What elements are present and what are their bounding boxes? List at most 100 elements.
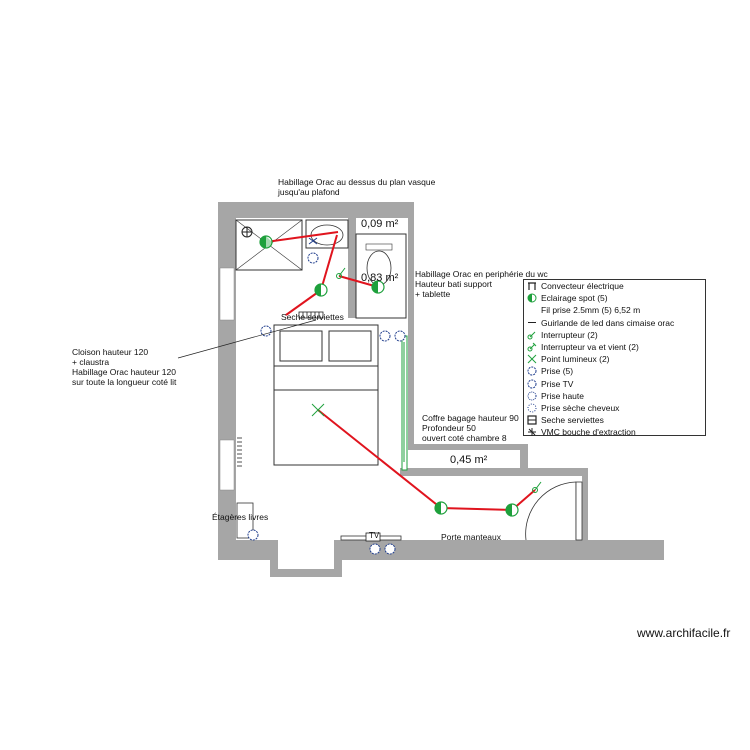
spot-light-icon bbox=[371, 280, 385, 294]
coffre-note: Coffre bagage hauteur 90 Profondeur 50 o… bbox=[422, 413, 519, 443]
watermark: www.archifacile.fr bbox=[637, 626, 731, 640]
cloison-note-line1: Cloison hauteur 120 bbox=[72, 347, 149, 357]
led-strip-icon bbox=[526, 318, 538, 328]
coffre-note-line1: Coffre bagage hauteur 90 bbox=[422, 413, 519, 423]
wire-seche bbox=[285, 289, 322, 316]
shelf-books bbox=[236, 502, 254, 539]
wire-bath bbox=[265, 231, 339, 243]
tv-label: TV bbox=[369, 531, 380, 540]
legend-label: Eclairage spot (5) bbox=[541, 293, 608, 304]
window-left-upper bbox=[219, 267, 235, 321]
legend-item-tv-outlet: Prise TV bbox=[524, 378, 705, 390]
door bbox=[525, 481, 583, 541]
vmc-icon bbox=[526, 427, 538, 437]
outlet-icon bbox=[260, 325, 272, 337]
spot-light-icon bbox=[526, 293, 538, 303]
coffre-note-line3: ouvert coté chambre 8 bbox=[422, 433, 507, 443]
high-outlet-icon bbox=[526, 391, 538, 401]
wc-note-line2: Hauteur bati support bbox=[415, 279, 493, 289]
wire-wc bbox=[338, 275, 379, 288]
seche-label: Seche serviettes bbox=[281, 312, 344, 322]
etageres-label: Étagères livres bbox=[212, 512, 269, 522]
wall-coffre-right bbox=[520, 444, 528, 474]
outlet-icon bbox=[307, 252, 319, 264]
spot-light-icon bbox=[259, 235, 273, 249]
towel-dryer-icon bbox=[526, 415, 538, 425]
cloison-note-line4: sur toute la longueur coté lit bbox=[72, 377, 177, 387]
legend-label: Prise (5) bbox=[541, 366, 574, 377]
legend-label: VMC bouche d'extraction bbox=[541, 427, 636, 438]
legend-label: Interrupteur va et vient (2) bbox=[541, 342, 639, 353]
legend-label: Prise TV bbox=[541, 378, 574, 389]
vmc-icon bbox=[241, 226, 253, 238]
cloison-note: Cloison hauteur 120 + claustra Habillage… bbox=[72, 347, 176, 387]
spot-light-icon bbox=[314, 283, 328, 297]
hairdryer-outlet-icon bbox=[526, 403, 538, 413]
legend-item-high-outlet: Prise haute bbox=[524, 390, 705, 402]
outlet-icon bbox=[394, 330, 406, 342]
legend-label: Prise sèche cheveux bbox=[541, 402, 620, 413]
legend-item-led: Guirlande de led dans cimaise orac bbox=[524, 317, 705, 329]
outlet-icon bbox=[384, 543, 396, 555]
wall-right-upper bbox=[408, 202, 414, 450]
wire-room bbox=[317, 409, 536, 512]
wall-coffre-top bbox=[408, 444, 526, 450]
two-way-switch-icon bbox=[526, 342, 538, 352]
wc-note-line3: + tablette bbox=[415, 289, 451, 299]
vasque-note: Habillage Orac au dessus du plan vasque … bbox=[278, 177, 435, 197]
wall-left bbox=[218, 202, 236, 560]
wc-note: Habillage Orac en periphérie du wc Haute… bbox=[415, 269, 548, 299]
tv-outlet-icon bbox=[526, 379, 538, 389]
legend-item-towel-dryer: Seche serviettes bbox=[524, 414, 705, 426]
legend-item-light-point: Point lumineux (2) bbox=[524, 353, 705, 365]
towel-dryer-icon bbox=[298, 311, 324, 319]
wall-bottom-right bbox=[334, 540, 664, 560]
outlet-icon bbox=[526, 366, 538, 376]
wall-bath-divider bbox=[348, 218, 356, 318]
windows bbox=[219, 267, 235, 491]
cloison-note-line3: Habillage Orac hauteur 120 bbox=[72, 367, 176, 377]
wall-right-lower bbox=[582, 468, 588, 542]
legend-label: Guirlande de led dans cimaise orac bbox=[541, 317, 675, 328]
wire-icon bbox=[526, 305, 538, 315]
wire-bath-switch bbox=[320, 234, 338, 291]
wall-bottom-step bbox=[270, 569, 340, 577]
leader-line bbox=[177, 319, 317, 359]
legend-item-hairdryer: Prise sèche cheveux bbox=[524, 402, 705, 414]
wall-top bbox=[218, 202, 414, 218]
spot-light-icon bbox=[505, 503, 519, 517]
legend-label: Point lumineux (2) bbox=[541, 354, 610, 365]
legend-label: Prise haute bbox=[541, 390, 584, 401]
legend-label: Convecteur électrique bbox=[541, 281, 624, 292]
outlets bbox=[247, 252, 406, 555]
bed bbox=[273, 324, 379, 466]
area-wc: 0,83 m² bbox=[361, 272, 399, 284]
area-shower: 0,09 m² bbox=[361, 218, 399, 230]
wall-coffre-bottom bbox=[400, 468, 588, 476]
switch-icon bbox=[336, 267, 346, 279]
coffre-note-line2: Profondeur 50 bbox=[422, 423, 476, 433]
spot-light-icon bbox=[434, 501, 448, 515]
legend-item-switch: Interrupteur (2) bbox=[524, 329, 705, 341]
wires bbox=[265, 231, 536, 512]
wall-bottom-left bbox=[218, 540, 278, 560]
wall-bottom-step-left bbox=[270, 540, 278, 577]
legend-item-two-way-switch: Interrupteur va et vient (2) bbox=[524, 341, 705, 353]
outlet-icon bbox=[247, 529, 259, 541]
legend-label: Fil prise 2.5mm (5) 6,52 m bbox=[541, 305, 641, 316]
area-coffre: 0,45 m² bbox=[450, 454, 488, 466]
radiator bbox=[237, 437, 242, 467]
switch-icon bbox=[526, 330, 538, 340]
porte-manteaux-label: Porte manteaux bbox=[441, 532, 502, 542]
tv-icon bbox=[365, 532, 381, 542]
legend-item-wire: Fil prise 2.5mm (5) 6,52 m bbox=[524, 304, 705, 316]
legend-item-convector: Convecteur électrique bbox=[524, 280, 705, 292]
legend-label: Interrupteur (2) bbox=[541, 329, 598, 340]
wc-note-line1: Habillage Orac en periphérie du wc bbox=[415, 269, 548, 279]
hairdryer-outlet-icon bbox=[308, 237, 318, 245]
tv-outlet-icon bbox=[369, 543, 381, 555]
light-point-icon bbox=[311, 403, 325, 417]
outlet-icon bbox=[379, 330, 391, 342]
spot-lights bbox=[259, 235, 519, 517]
